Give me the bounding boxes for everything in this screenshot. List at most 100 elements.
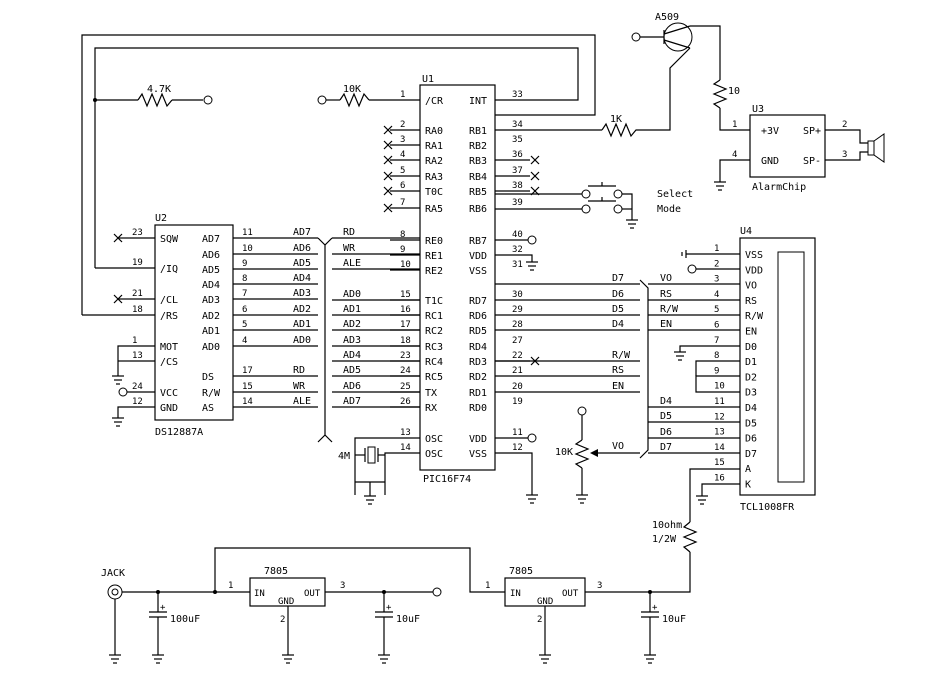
u2-pin-name: AD1 <box>202 326 220 337</box>
u1-pin-num: 8 <box>400 230 405 240</box>
r-4k7-label: 4.7K <box>147 84 171 95</box>
lcd-ctrl-label: R/W <box>660 304 679 315</box>
u1-pin-name: RA1 <box>425 141 443 152</box>
pot-10k <box>574 406 640 504</box>
u4-pin-num: 11 <box>714 397 725 407</box>
r-half-watt-label: 1/2W <box>652 534 677 545</box>
u1-pin-name: RX <box>425 403 437 414</box>
u1-pin-name: VSS <box>469 266 487 277</box>
crystal <box>354 437 420 505</box>
u1-pin-name: RC4 <box>425 357 443 368</box>
u2-pin-num: 9 <box>242 259 247 269</box>
u2-pin-name: AD4 <box>202 280 220 291</box>
u4-pin-num: 3 <box>714 275 719 285</box>
u4-pin-num: 14 <box>714 443 725 453</box>
u2-pin-num: 17 <box>242 366 253 376</box>
r-10-label: 10 <box>728 86 740 97</box>
r-10ohm-label: 10ohm <box>652 520 682 531</box>
u1-left-pins: 1/CR2RA03RA14RA25RA36T0C7RA58RE09RE110RE… <box>383 90 444 460</box>
u1-pin-num: 17 <box>400 320 411 330</box>
u2-pin-num: 12 <box>132 397 143 407</box>
u4-pin-num: 9 <box>714 366 719 376</box>
u1-pin-name: RE0 <box>425 236 443 247</box>
lcd-data-label: D7 <box>660 442 672 453</box>
u4-pin-name: D0 <box>745 342 757 353</box>
u1-pin-num: 39 <box>512 198 523 208</box>
bus-label-left: AD2 <box>293 304 311 315</box>
reg1-in: IN <box>254 589 265 599</box>
reg2-pin3: 3 <box>597 581 602 591</box>
u4-pin-num: 6 <box>714 321 719 331</box>
u1-pin-name: RC3 <box>425 342 443 353</box>
u1-pin-name: RB7 <box>469 236 487 247</box>
data-bus <box>317 237 333 443</box>
bus-label-right: WR <box>343 243 356 254</box>
reg1-gnd: GND <box>278 597 294 607</box>
bus-label-left: AD1 <box>293 319 311 330</box>
u4-pin-name: D7 <box>745 449 757 460</box>
u1-pin-num: 9 <box>400 245 405 255</box>
u1-pin-name: RE2 <box>425 266 443 277</box>
u1-pin-num: 28 <box>512 320 523 330</box>
u2-pin-name: /IQ <box>160 264 178 275</box>
u2-pin-num: 14 <box>242 397 253 407</box>
u2-pin-name: VCC <box>160 388 178 399</box>
u3-pin4-num: 4 <box>732 150 737 160</box>
u4-pin-name: VSS <box>745 250 763 261</box>
u2-pin-name: AD2 <box>202 311 220 322</box>
u2-pin-num: 21 <box>132 289 143 299</box>
lcd-bus-label: R/W <box>612 350 631 361</box>
select-label: Select <box>657 189 693 200</box>
u4-pin-num: 12 <box>714 412 725 422</box>
u2-pin-name: AD5 <box>202 265 220 276</box>
u3-pin-spp: SP+ <box>803 126 821 137</box>
u1-pin-num: 25 <box>400 382 411 392</box>
u3-pin3-num: 3 <box>842 150 847 160</box>
u4-ref: U4 <box>740 226 752 237</box>
u2-pin-name: GND <box>160 403 178 414</box>
u3-ref: U3 <box>752 104 764 115</box>
reg1-pin2: 2 <box>280 615 285 625</box>
u2-pin-num: 15 <box>242 382 253 392</box>
u1-pin-num: 2 <box>400 120 405 130</box>
u2-pin-num: 6 <box>242 305 247 315</box>
jack-label: JACK <box>101 568 125 579</box>
bus-label-right: AD6 <box>343 381 361 392</box>
u1-pin-name: RA0 <box>425 126 443 137</box>
u1-pin-name: RD7 <box>469 296 487 307</box>
u2-pin-num: 5 <box>242 320 247 330</box>
bus-label-right: AD1 <box>343 304 361 315</box>
u1-pin-name: T0C <box>425 187 443 198</box>
u2-chip <box>154 224 234 421</box>
u2-right-pins: 11AD710AD69AD58AD47AD36AD25AD14AD017DS15… <box>202 228 318 414</box>
u2-pin-name: AD3 <box>202 295 220 306</box>
u4-left-pins: 1VSS2VDD3VO4RS5R/W6EN7D08D19D210D311D412… <box>714 244 764 491</box>
u1-pin-num: 29 <box>512 305 523 315</box>
u1-pin-num: 34 <box>512 120 523 130</box>
u1-pin-name: T1C <box>425 296 443 307</box>
u2-pin-name: AD0 <box>202 342 220 353</box>
c1-plus: + <box>160 603 166 613</box>
u1-pin-num: 22 <box>512 351 523 361</box>
u3-wiring <box>714 129 868 191</box>
u2-ref: U2 <box>155 213 167 224</box>
u4-pin-num: 1 <box>714 244 719 254</box>
u4-pin-name: A <box>745 464 751 475</box>
u1-pin-num: 35 <box>512 135 523 145</box>
u2-pin-num: 13 <box>132 351 143 361</box>
reg2-label: 7805 <box>509 566 533 577</box>
u2-pin-num: 11 <box>242 228 253 238</box>
u2-left-wiring <box>82 237 130 427</box>
u1-pin-name: RA5 <box>425 204 443 215</box>
u4-pin-name: D5 <box>745 418 757 429</box>
u2-pin-num: 4 <box>242 336 247 346</box>
u1-pin-num: 6 <box>400 181 405 191</box>
u4-pin-name: D2 <box>745 372 757 383</box>
lcd-window <box>777 251 805 483</box>
u2-pin-num: 1 <box>132 336 137 346</box>
reg1-pin1: 1 <box>228 581 233 591</box>
u4-pin-num: 16 <box>714 474 725 484</box>
lcd-bus-label: EN <box>612 381 624 392</box>
